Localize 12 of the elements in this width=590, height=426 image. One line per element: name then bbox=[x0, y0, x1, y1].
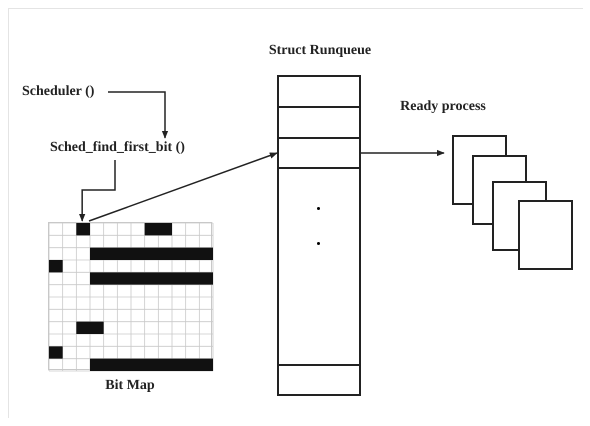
arrow bbox=[88, 152, 278, 222]
node-heading: Struct Runqueue bbox=[268, 44, 372, 58]
arrow bbox=[108, 91, 168, 139]
process-stack-drawing bbox=[452, 135, 573, 271]
bit-map-grid bbox=[48, 222, 212, 370]
arrow bbox=[78, 160, 116, 222]
runqueue-slot bbox=[277, 137, 361, 169]
function-label: Sched_find_first_bit () bbox=[50, 139, 220, 157]
node-caption: Bit Map bbox=[104, 377, 156, 395]
arrow bbox=[361, 150, 445, 156]
function-label: Scheduler () bbox=[22, 83, 104, 101]
node-caption: Ready process bbox=[399, 98, 487, 116]
